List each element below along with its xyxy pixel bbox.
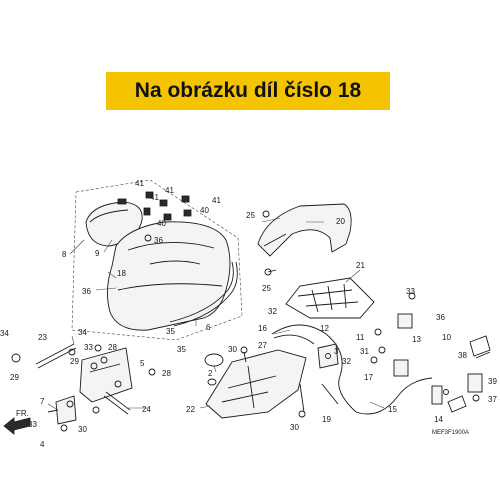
callout-3: 3 — [334, 347, 339, 356]
callout-31: 31 — [360, 347, 369, 356]
callout-35: 35 — [166, 327, 175, 336]
callout-33: 33 — [28, 420, 37, 429]
callout-6: 6 — [206, 323, 211, 332]
callout-29: 29 — [70, 357, 79, 366]
right-hardware-shape — [240, 210, 306, 418]
front-arrow-label: FR. — [16, 409, 29, 418]
hinge-bracket-shape — [47, 347, 133, 425]
key-set-shape — [431, 335, 491, 413]
callout-40: 40 — [200, 206, 209, 215]
callout-4: 4 — [40, 440, 45, 449]
callout-36: 36 — [154, 236, 163, 245]
callout-5: 5 — [140, 359, 145, 368]
callout-41: 41 — [135, 179, 144, 188]
callout-29: 29 — [10, 373, 19, 382]
seat-seal-shape — [169, 261, 238, 327]
diagram-code: MEF3F1900A — [432, 430, 469, 436]
callout-33: 33 — [84, 343, 93, 352]
grab-rail-shape — [257, 203, 352, 257]
callout-36: 36 — [436, 313, 445, 322]
callout-40: 40 — [157, 219, 166, 228]
callout-33: 33 — [406, 287, 415, 296]
callout-17: 17 — [364, 373, 373, 382]
callout-22: 22 — [186, 405, 195, 414]
callout-21: 21 — [356, 261, 365, 270]
callout-25: 25 — [246, 211, 255, 220]
callout-30: 30 — [78, 425, 87, 434]
callout-labels: 41 41 41 41 40 40 36 8 9 18 36 6 35 35 3… — [0, 179, 497, 449]
stay-rod-shape — [11, 343, 77, 369]
long-bolt-shape — [103, 391, 131, 415]
callout-32: 32 — [268, 307, 277, 316]
callout-28: 28 — [162, 369, 171, 378]
carrier-shape — [285, 277, 375, 319]
callout-16: 16 — [258, 324, 267, 333]
callout-15: 15 — [388, 405, 397, 414]
callout-11: 11 — [356, 333, 365, 342]
callout-10: 10 — [442, 333, 451, 342]
seat-shape — [107, 221, 231, 331]
callout-14: 14 — [434, 415, 443, 424]
callout-30: 30 — [290, 423, 299, 432]
callout-19: 19 — [322, 415, 331, 424]
callout-41: 41 — [150, 193, 159, 202]
callout-12: 12 — [320, 324, 329, 333]
banner-text: Na obrázku díl číslo 18 — [134, 79, 362, 102]
callout-25: 25 — [262, 284, 271, 293]
callout-20: 20 — [336, 217, 345, 226]
callout-24: 24 — [142, 405, 151, 414]
callout-39: 39 — [488, 377, 497, 386]
callout-28: 28 — [108, 343, 117, 352]
callout-41: 41 — [212, 196, 221, 205]
callout-41: 41 — [165, 186, 174, 195]
fastener-cluster-shape — [143, 191, 192, 242]
callout-34: 34 — [0, 329, 9, 338]
callout-7: 7 — [40, 397, 45, 406]
front-arrow: FR. — [3, 409, 31, 435]
callout-34: 34 — [78, 328, 87, 337]
luggage-box-shape — [205, 349, 307, 419]
callout-35: 35 — [177, 345, 186, 354]
callout-37: 37 — [488, 395, 497, 404]
title-banner: Na obrázku díl číslo 18 — [106, 72, 390, 110]
cables-shape — [271, 324, 433, 415]
callout-30: 30 — [228, 345, 237, 354]
latch-shape — [317, 292, 416, 377]
callout-27: 27 — [258, 341, 267, 350]
callout-8: 8 — [62, 250, 67, 259]
callout-23: 23 — [38, 333, 47, 342]
callout-18: 18 — [117, 269, 126, 278]
callout-36: 36 — [82, 287, 91, 296]
small-hardware-shape — [60, 344, 156, 432]
callout-32: 32 — [342, 357, 351, 366]
callout-13: 13 — [412, 335, 421, 344]
callout-2: 2 — [208, 369, 213, 378]
callout-38: 38 — [458, 351, 467, 360]
leader-lines — [47, 217, 385, 411]
callout-9: 9 — [95, 249, 100, 258]
